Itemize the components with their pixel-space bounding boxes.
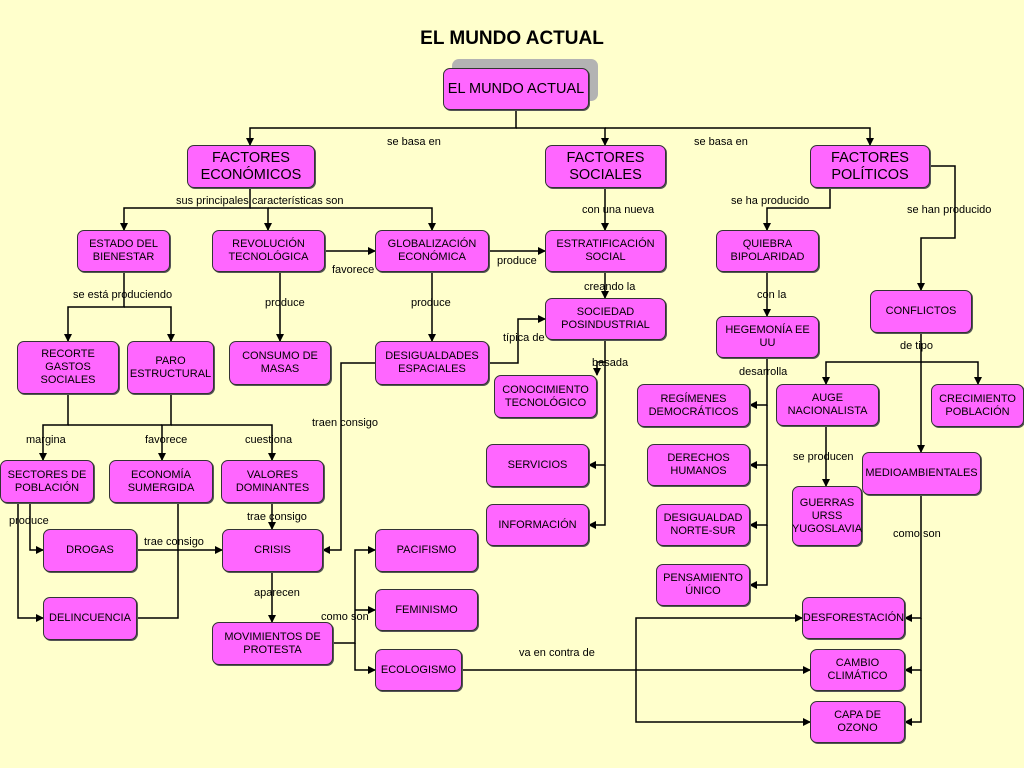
label-cuestiona: cuestiona xyxy=(245,434,293,446)
label-se-producen: se producen xyxy=(793,451,854,463)
node-desigualdad-norte-sur: DESIGUALDAD NORTE-SUR xyxy=(656,504,750,546)
node-paro-estructural: PARO ESTRUCTURAL xyxy=(127,341,214,394)
label-se-esta-produciendo: se está produciendo xyxy=(73,289,173,301)
label-sus-principales: sus principales características son xyxy=(176,195,344,207)
node-valores-dominantes: VALORES DOMINANTES xyxy=(221,460,324,503)
label-produce-3: produce xyxy=(411,297,451,309)
node-medioambientales: MEDIOAMBIENTALES xyxy=(862,452,981,495)
node-conocimiento-tecnologico: CONOCIMIENTO TECNOLÓGICO xyxy=(494,375,597,418)
node-quiebra-bipolaridad: QUIEBRA BIPOLARIDAD xyxy=(716,230,819,272)
node-desforestacion: DESFORESTACIÓN xyxy=(802,597,905,639)
label-produce-2: produce xyxy=(265,297,305,309)
label-se-basa-en-1: se basa en xyxy=(387,136,441,148)
node-delincuencia: DELINCUENCIA xyxy=(43,597,137,640)
node-auge-nacionalista: AUGE NACIONALISTA xyxy=(776,384,879,426)
label-se-han-producido: se han producido xyxy=(907,204,992,216)
node-ecologismo: ECOLOGISMO xyxy=(375,649,462,691)
node-drogas: DROGAS xyxy=(43,529,137,572)
node-informacion: INFORMACIÓN xyxy=(486,504,589,546)
node-el-mundo-actual: EL MUNDO ACTUAL xyxy=(443,68,589,110)
node-estratificacion-social: ESTRATIFICACIÓN SOCIAL xyxy=(545,230,666,272)
node-pacifismo: PACIFISMO xyxy=(375,529,478,572)
label-produce-4: produce xyxy=(9,515,49,527)
node-capa-de-ozono: CAPA DE OZONO xyxy=(810,701,905,743)
node-sociedad-posindustrial: SOCIEDAD POSINDUSTRIAL xyxy=(545,298,666,340)
label-trae-consigo-1: trae consigo xyxy=(247,511,307,523)
label-tipica-de: típica de xyxy=(503,332,545,344)
label-trae-consigo-2: trae consigo xyxy=(144,536,204,548)
label-como-son-1: como son xyxy=(893,528,941,540)
node-globalizacion-economica: GLOBALIZACIÓN ECONÓMICA xyxy=(375,230,489,272)
node-crecimiento-poblacion: CRECIMIENTO POBLACIÓN xyxy=(931,384,1024,427)
label-va-en-contra-de: va en contra de xyxy=(519,647,595,659)
node-desigualdades-espaciales: DESIGUALDADES ESPACIALES xyxy=(375,341,489,385)
page-title: EL MUNDO ACTUAL xyxy=(420,28,604,49)
label-se-basa-en-2: se basa en xyxy=(694,136,748,148)
node-cambio-climatico: CAMBIO CLIMÁTICO xyxy=(810,649,905,691)
label-se-ha-producido: se ha producido xyxy=(731,195,810,207)
node-factores-economicos: FACTORES ECONÓMICOS xyxy=(187,145,315,188)
label-favorece-1: favorece xyxy=(332,264,375,276)
label-como-son-2: como son xyxy=(321,611,369,623)
node-estado-bienestar: ESTADO DEL BIENESTAR xyxy=(77,230,170,272)
label-con-la: con la xyxy=(757,289,787,301)
label-de-tipo: de tipo xyxy=(900,340,934,352)
node-guerras-urss-yugoslavia: GUERRAS URSS YUGOSLAVIA xyxy=(792,486,862,546)
label-desarrolla: desarrolla xyxy=(739,366,788,378)
node-factores-politicos: FACTORES POLÍTICOS xyxy=(810,145,930,188)
node-pensamiento-unico: PENSAMIENTO ÚNICO xyxy=(656,564,750,606)
node-derechos-humanos: DERECHOS HUMANOS xyxy=(647,444,750,486)
node-revolucion-tecnologica: REVOLUCIÓN TECNOLÓGICA xyxy=(212,230,325,272)
node-factores-sociales: FACTORES SOCIALES xyxy=(545,145,666,188)
label-basada: basada xyxy=(592,357,629,369)
node-conflictos: CONFLICTOS xyxy=(870,290,972,333)
node-movimientos-de-protesta: MOVIMIENTOS DE PROTESTA xyxy=(212,622,333,665)
node-hegemonia-ee-uu: HEGEMONÍA EE UU xyxy=(716,316,819,358)
label-favorece-2: favorece xyxy=(145,434,188,446)
label-aparecen: aparecen xyxy=(254,587,300,599)
label-produce-1: produce xyxy=(497,255,537,267)
node-regimenes-democraticos: REGÍMENES DEMOCRÁTICOS xyxy=(637,384,750,427)
label-margina: margina xyxy=(26,434,66,446)
node-recorte-gastos-sociales: RECORTE GASTOS SOCIALES xyxy=(17,341,119,394)
node-crisis: CRISIS xyxy=(222,529,323,572)
node-feminismo: FEMINISMO xyxy=(375,589,478,631)
node-economia-sumergida: ECONOMÍA SUMERGIDA xyxy=(109,460,213,503)
node-servicios: SERVICIOS xyxy=(486,444,589,487)
node-consumo-de-masas: CONSUMO DE MASAS xyxy=(229,341,331,385)
label-creando-la: creando la xyxy=(584,281,636,293)
label-traen-consigo: traen consigo xyxy=(312,417,379,429)
node-sectores-de-poblacion: SECTORES DE POBLACIÓN xyxy=(0,460,94,503)
label-con-una-nueva: con una nueva xyxy=(582,204,655,216)
